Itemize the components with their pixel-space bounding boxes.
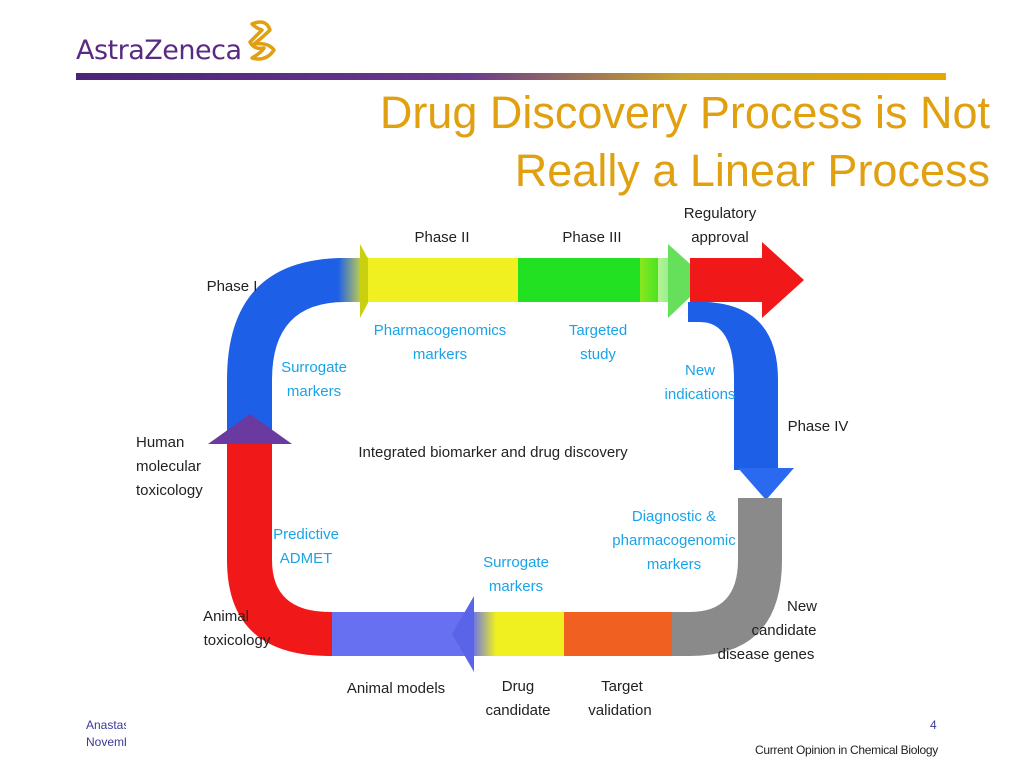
label-new-candidate-1: New [787, 598, 817, 615]
footer-line-1: Anastasia [86, 718, 126, 732]
label-surrogate-bottom-1: Surrogate [483, 554, 549, 571]
label-animal-tox-1: Animal [203, 608, 249, 625]
footer-line-2: November [86, 735, 126, 749]
label-new-indications-2: indications [665, 386, 736, 403]
label-human-tox-1: Human [136, 434, 184, 451]
label-diagnostic-2: pharmacogenomic [612, 532, 736, 549]
label-phase-i: Phase I [207, 278, 258, 295]
source-credit: Current Opinion in Chemical Biology [755, 743, 938, 757]
page-number: 4 [930, 718, 937, 732]
label-target-validation-2: validation [588, 702, 651, 719]
slide-title: Drug Discovery Process is Not Really a L… [190, 84, 990, 200]
phase-iii-arrowhead [668, 244, 708, 318]
phase-iv-arc-inner [690, 302, 756, 470]
predictive-admet-arc [227, 444, 335, 656]
label-animal-tox-2: toxicology [204, 632, 271, 649]
label-phase-iii: Phase III [562, 229, 621, 246]
human-tox-arrowhead [208, 414, 292, 444]
astrazeneca-emblem-icon [247, 20, 276, 61]
phase-i-arc [227, 258, 360, 438]
drug-candidate-gradient [472, 612, 496, 656]
animal-models-arrowhead [452, 596, 474, 672]
label-phase-ii: Phase II [414, 229, 469, 246]
label-targeted-2: study [580, 346, 616, 363]
label-surrogate-bottom-2: markers [489, 578, 543, 595]
label-regulatory-1: Regulatory [684, 205, 757, 222]
regulatory-arrowhead [762, 242, 804, 318]
label-new-candidate-3: disease genes [718, 646, 815, 663]
label-surrogate-top-2: markers [287, 383, 341, 400]
astrazeneca-logo: AstraZeneca [76, 18, 280, 64]
label-center: Integrated biomarker and drug discovery [358, 444, 628, 461]
label-targeted-1: Targeted [569, 322, 627, 339]
phase-iii-segment [518, 258, 658, 302]
header-rule [76, 73, 946, 80]
label-pharmacogenomics-1: Pharmacogenomics [374, 322, 507, 339]
label-diagnostic-1: Diagnostic & [632, 508, 716, 525]
label-phase-iv: Phase IV [788, 418, 849, 435]
label-new-indications-1: New [685, 362, 715, 379]
phase-ii-segment [368, 258, 518, 302]
label-predictive-1: Predictive [273, 526, 339, 543]
label-drug-candidate-1: Drug [502, 678, 535, 695]
footer-presenter: Anastasia November [86, 717, 126, 751]
drug-candidate-segment [488, 612, 564, 656]
logo-text: AstraZeneca [76, 35, 242, 66]
label-drug-candidate-2: candidate [485, 702, 550, 719]
target-validation-segment [562, 612, 672, 656]
label-predictive-2: ADMET [280, 550, 333, 567]
label-pharmacogenomics-2: markers [413, 346, 467, 363]
label-human-tox-3: toxicology [136, 482, 203, 499]
animal-models-segment [332, 612, 474, 656]
label-target-validation-1: Target [601, 678, 644, 695]
phase-iv-arrowhead [738, 468, 794, 500]
label-regulatory-2: approval [691, 229, 749, 246]
new-candidate-arc [670, 498, 782, 656]
slide-title-line-2: Really a Linear Process [514, 145, 990, 196]
label-animal-models: Animal models [347, 680, 445, 697]
label-diagnostic-3: markers [647, 556, 701, 573]
phase-iii-fade [640, 258, 670, 302]
regulatory-segment [690, 258, 765, 302]
label-surrogate-top-1: Surrogate [281, 359, 347, 376]
label-human-tox-2: molecular [136, 458, 201, 475]
label-new-candidate-2: candidate [751, 622, 816, 639]
slide-title-line-1: Drug Discovery Process is Not [379, 87, 990, 138]
